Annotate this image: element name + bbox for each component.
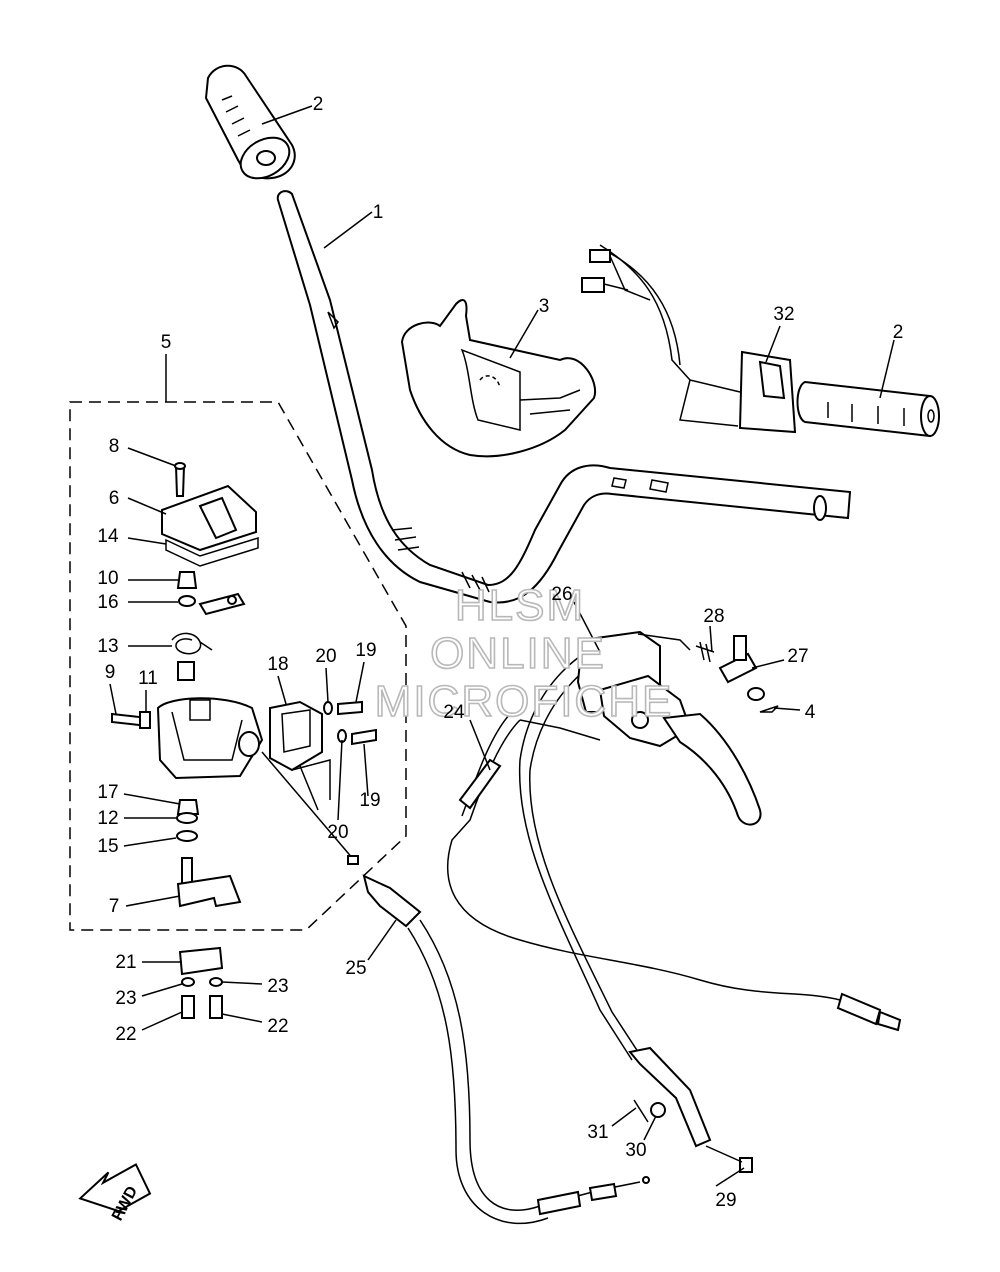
watermark-line-2: ONLINE bbox=[430, 629, 606, 678]
callout-5: 5 bbox=[161, 332, 172, 353]
watermark-line-3: MICROFICHE bbox=[375, 677, 674, 726]
callout-24: 24 bbox=[443, 702, 465, 723]
watermark-line-1: HLSM bbox=[455, 581, 585, 630]
callout-27: 27 bbox=[787, 646, 808, 667]
callout-10: 10 bbox=[97, 568, 118, 589]
right-lever-assembly bbox=[576, 630, 779, 826]
callout-labels: 1 2 2 3 4 5 6 7 8 9 10 11 12 13 14 15 16… bbox=[97, 94, 903, 1211]
right-grip bbox=[796, 380, 940, 438]
callout-2-left: 2 bbox=[313, 94, 324, 115]
callout-23-left: 23 bbox=[115, 988, 136, 1009]
callout-18: 18 bbox=[267, 654, 288, 675]
callout-20-upper: 20 bbox=[315, 646, 336, 667]
callout-32: 32 bbox=[773, 304, 794, 325]
switch-assembly-boundary bbox=[69, 401, 407, 931]
handlebar-cover bbox=[400, 299, 597, 458]
leader-lines bbox=[109, 105, 895, 1187]
callout-23-right: 23 bbox=[267, 976, 288, 997]
callout-22-left: 22 bbox=[115, 1024, 136, 1045]
choke-cable bbox=[446, 713, 902, 1032]
left-grip bbox=[204, 64, 296, 180]
callout-9: 9 bbox=[105, 662, 116, 683]
callout-20-lower: 20 bbox=[327, 822, 348, 843]
callout-25: 25 bbox=[345, 958, 366, 979]
callout-12: 12 bbox=[97, 808, 118, 829]
watermark: HLSM ONLINE MICROFICHE bbox=[374, 580, 674, 727]
callout-30: 30 bbox=[625, 1140, 646, 1161]
callout-8: 8 bbox=[109, 436, 120, 457]
callout-3: 3 bbox=[539, 296, 550, 317]
callout-13: 13 bbox=[97, 636, 118, 657]
callout-16: 16 bbox=[97, 592, 118, 613]
callout-19-lower: 19 bbox=[359, 790, 380, 811]
callout-7: 7 bbox=[109, 896, 120, 917]
throttle-cable bbox=[261, 751, 650, 1225]
callout-22-right: 22 bbox=[267, 1016, 288, 1037]
callout-29: 29 bbox=[715, 1190, 736, 1211]
throttle-housing bbox=[581, 244, 797, 434]
callout-31: 31 bbox=[587, 1122, 608, 1143]
callout-21: 21 bbox=[115, 952, 136, 973]
callout-28: 28 bbox=[703, 606, 724, 627]
callout-19-upper: 19 bbox=[355, 640, 376, 661]
handlebar bbox=[276, 190, 852, 604]
clamp-and-bolts bbox=[178, 946, 224, 1019]
callout-1: 1 bbox=[373, 202, 384, 223]
callout-6: 6 bbox=[109, 488, 120, 509]
forward-direction-arrow: FWD bbox=[78, 1163, 152, 1224]
callout-15: 15 bbox=[97, 836, 118, 857]
callout-17: 17 bbox=[97, 782, 118, 803]
callout-14: 14 bbox=[97, 526, 119, 547]
callout-4: 4 bbox=[805, 702, 816, 723]
callout-26: 26 bbox=[551, 584, 572, 605]
callout-11: 11 bbox=[138, 668, 158, 689]
callout-2-right: 2 bbox=[893, 322, 904, 343]
